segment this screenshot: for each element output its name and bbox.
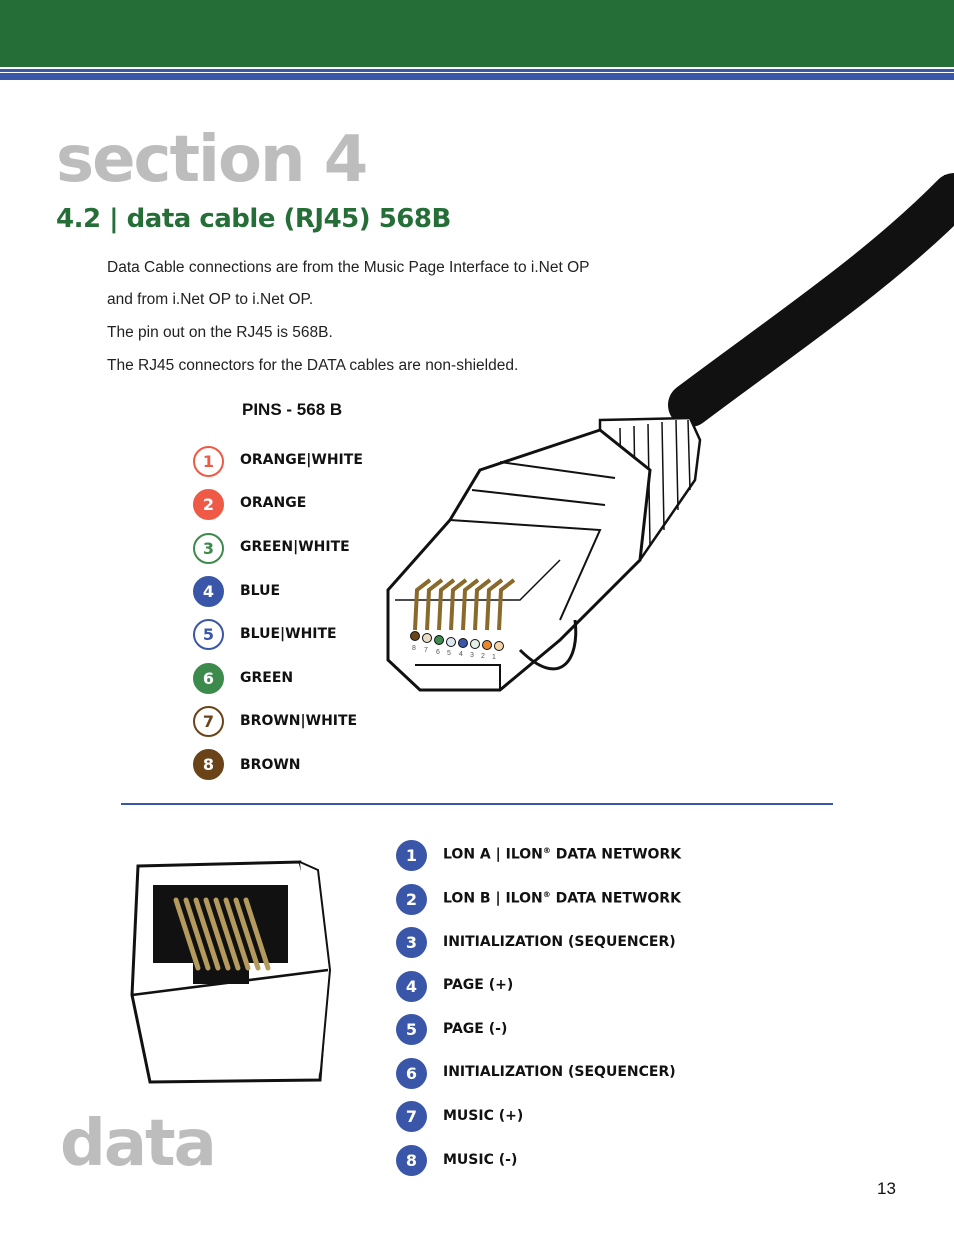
- pin-number-badge: 3: [193, 533, 224, 564]
- rj45-jack-illustration: [130, 860, 332, 1084]
- top-blue-rule-thick: [0, 73, 954, 80]
- pin-color-label: BROWN: [240, 757, 301, 773]
- plug-pin-number: 1: [492, 654, 496, 661]
- rj45-plug-illustration: 8 7 6 5 4 3 2 1: [386, 173, 954, 692]
- pin-number-badge: 5: [193, 619, 224, 650]
- intro-line-2: and from i.Net OP to i.Net OP.: [107, 291, 314, 308]
- pin-color-label: GREEN|WHITE: [240, 539, 350, 555]
- function-label: INITIALIZATION (SEQUENCER): [443, 1064, 676, 1080]
- function-number-badge: 8: [396, 1145, 427, 1176]
- pin-color-label: BLUE: [240, 583, 281, 599]
- plug-pin-number: 2: [481, 653, 485, 660]
- function-label: INITIALIZATION (SEQUENCER): [443, 934, 676, 950]
- pin-color-label: BLUE|WHITE: [240, 626, 337, 642]
- pin-color-label: ORANGE: [240, 495, 307, 511]
- pin-color-label: BROWN|WHITE: [240, 713, 358, 729]
- page-number: 13: [877, 1179, 896, 1198]
- section-title: section 4: [56, 123, 368, 197]
- function-number-badge: 2: [396, 884, 427, 915]
- pin-number-badge: 4: [193, 576, 224, 607]
- pin-number-badge: 7: [193, 706, 224, 737]
- function-number-badge: 3: [396, 927, 427, 958]
- function-label: PAGE (-): [443, 1021, 508, 1037]
- function-number-badge: 7: [396, 1101, 427, 1132]
- plug-pin-number: 6: [436, 649, 440, 656]
- function-label: MUSIC (+): [443, 1108, 524, 1124]
- plug-pin-number: 3: [470, 652, 474, 659]
- pin-color-label: ORANGE|WHITE: [240, 452, 363, 468]
- function-label: MUSIC (-): [443, 1152, 518, 1168]
- plug-pin-number: 7: [424, 647, 428, 654]
- plug-pin-number: 5: [447, 650, 451, 657]
- plug-pin-number: 4: [459, 651, 463, 658]
- section-subtitle: 4.2 | data cable (RJ45) 568B: [56, 204, 451, 234]
- function-label: PAGE (+): [443, 977, 514, 993]
- intro-line-4: The RJ45 connectors for the DATA cables …: [107, 357, 519, 374]
- pins-title: PINS - 568 B: [242, 400, 343, 419]
- pin-number-badge: 2: [193, 489, 224, 520]
- function-label: LON B | ILON® DATA NETWORK: [443, 890, 681, 907]
- intro-line-3: The pin out on the RJ45 is 568B.: [107, 324, 333, 341]
- top-green-bar: [0, 0, 954, 67]
- function-number-badge: 4: [396, 971, 427, 1002]
- pin-number-badge: 1: [193, 446, 224, 477]
- pin-number-badge: 6: [193, 663, 224, 694]
- plug-pin-number: 8: [412, 645, 416, 652]
- section-divider: [121, 803, 833, 805]
- top-blue-rule-thin: [0, 69, 954, 72]
- intro-line-1: Data Cable connections are from the Musi…: [107, 259, 590, 276]
- function-number-badge: 6: [396, 1058, 427, 1089]
- pin-color-label: GREEN: [240, 670, 294, 686]
- function-number-badge: 1: [396, 840, 427, 871]
- function-label: LON A | ILON® DATA NETWORK: [443, 846, 682, 863]
- pin-number-badge: 8: [193, 749, 224, 780]
- footer-data-word: data: [60, 1107, 217, 1181]
- function-number-badge: 5: [396, 1014, 427, 1045]
